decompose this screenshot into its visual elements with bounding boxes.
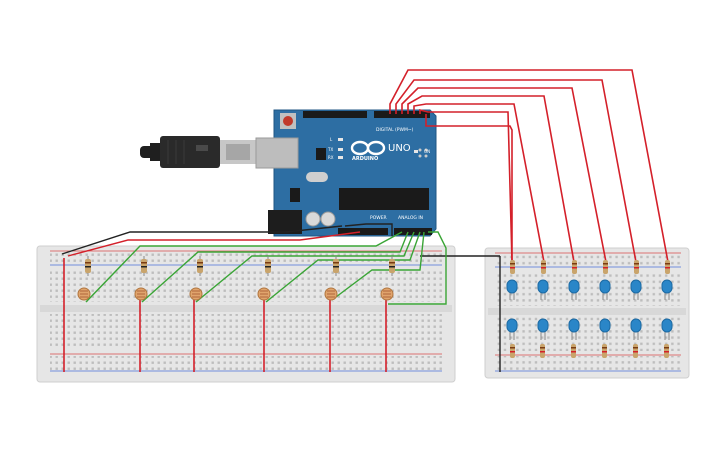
led-bottom-2 (537, 318, 549, 340)
power-jack (268, 210, 302, 234)
resistor-5[interactable] (333, 256, 339, 276)
digital-label: DIGITAL (PWM~) (376, 127, 414, 133)
on-label: ON (424, 149, 430, 154)
rx-label: RX (328, 155, 334, 160)
led-top-4 (599, 279, 611, 300)
analog-header[interactable] (394, 228, 432, 235)
led-top-3 (568, 279, 580, 300)
resistor-4[interactable] (265, 256, 271, 276)
top-resistor-6 (665, 260, 670, 274)
left-terminal-bottom (50, 314, 442, 346)
bottom-resistor-5 (633, 344, 638, 358)
top-resistor-4 (603, 260, 608, 274)
led-bottom-1 (506, 318, 518, 340)
right-leds[interactable] (506, 279, 673, 340)
resistor-2[interactable] (141, 256, 147, 276)
right-terminal-top (495, 272, 681, 306)
photoresistor-4[interactable] (257, 287, 271, 301)
led-bottom-6 (661, 318, 673, 340)
bottom-resistor-1 (510, 344, 515, 358)
photoresistor-1[interactable] (77, 287, 91, 301)
right-terminal-bottom (495, 317, 681, 351)
usb-cable[interactable] (140, 136, 256, 168)
led-top-6 (661, 279, 673, 300)
tx-label: TX (327, 147, 333, 152)
led-bottom-4 (599, 318, 611, 340)
right-bottom-rail (495, 356, 681, 370)
top-resistor-5 (634, 260, 639, 274)
photoresistor-5[interactable] (324, 287, 338, 301)
digital-header-left[interactable] (303, 111, 367, 118)
resistor-1[interactable] (85, 256, 91, 276)
usb-chip (316, 148, 326, 160)
power-header[interactable] (338, 228, 388, 235)
analog-wires[interactable] (85, 231, 447, 305)
left-jumpers[interactable] (63, 258, 387, 372)
right-top-rail (495, 254, 681, 266)
arduino-logo-icon (350, 140, 386, 156)
top-resistor-2 (541, 260, 546, 274)
led-bottom-5 (630, 318, 642, 340)
led-top-5 (630, 279, 642, 300)
board-model: UNO (388, 143, 411, 154)
usb-icon (196, 145, 208, 151)
left-terminal-top (50, 270, 442, 302)
bottom-resistor-2 (540, 344, 545, 358)
left-breadboard[interactable] (36, 245, 456, 383)
arduino-logo-text: ARDUINO (352, 156, 378, 162)
atmega-chip (339, 188, 429, 210)
right-breadboard[interactable] (484, 247, 690, 379)
top-resistor-3 (572, 260, 577, 274)
bottom-resistor-3 (571, 344, 576, 358)
analog-label: ANALOG IN (398, 215, 423, 221)
left-components[interactable] (77, 256, 395, 301)
digital-wires[interactable] (389, 69, 669, 263)
resistor-6[interactable] (389, 256, 395, 276)
left-bottom-rail (50, 356, 442, 370)
left-center-channel (40, 305, 452, 312)
led-top-2 (537, 279, 549, 300)
arduino-uno-board[interactable]: L TX RX ON ARDUINO UNO DIGITAL (PWM~) PO… (255, 109, 437, 237)
photoresistor-6[interactable] (380, 287, 394, 301)
bottom-resistor-6 (664, 344, 669, 358)
top-resistor-1 (510, 260, 515, 274)
power-wires[interactable] (61, 223, 500, 257)
crystal (306, 172, 328, 182)
left-top-rail (50, 252, 442, 264)
led-bottom-3 (568, 318, 580, 340)
bottom-resistor-4 (602, 344, 607, 358)
right-center-channel (488, 308, 686, 315)
right-resistors[interactable] (510, 260, 670, 358)
l-label: L (330, 137, 333, 142)
photoresistor-3[interactable] (189, 287, 203, 301)
led-top-1 (506, 279, 518, 300)
resistor-3[interactable] (197, 256, 203, 276)
digital-header-right[interactable] (374, 111, 430, 118)
power-label: POWER (370, 215, 387, 221)
photoresistor-2[interactable] (134, 287, 148, 301)
usb-port (255, 137, 299, 169)
